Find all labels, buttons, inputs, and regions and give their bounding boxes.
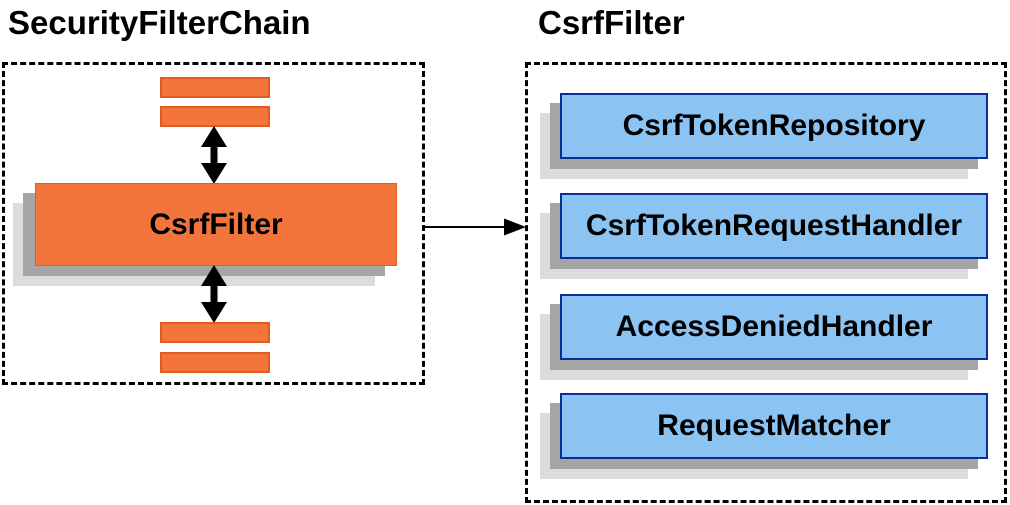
arrow-right-icon: [422, 218, 526, 236]
request-matcher-node: RequestMatcher: [560, 393, 988, 459]
access-denied-handler-node: AccessDeniedHandler: [560, 294, 988, 360]
node-label: RequestMatcher: [657, 409, 891, 442]
node-label: CsrfTokenRequestHandler: [585, 209, 963, 242]
node-label: AccessDeniedHandler: [615, 310, 933, 343]
filter-placeholder-bar-bottom-2: [160, 352, 270, 373]
csrf-filter-box: [525, 62, 1007, 503]
double-arrow-icon: [201, 126, 227, 184]
csrf-token-request-handler-node: CsrfTokenRequestHandler: [560, 193, 988, 259]
csrf-token-repository-node: CsrfTokenRepository: [560, 93, 988, 159]
security-filter-chain-box: [2, 62, 425, 385]
filter-placeholder-bar-top-1: [160, 77, 270, 98]
csrf-filter-node-label: CsrfFilter: [149, 207, 283, 241]
double-arrow-icon: [201, 265, 227, 323]
csrf-filter-title: CsrfFilter: [538, 4, 685, 41]
csrf-filter-node: CsrfFilter: [35, 183, 397, 266]
filter-placeholder-bar-top-2: [160, 106, 270, 127]
security-filter-chain-title: SecurityFilterChain: [8, 4, 311, 41]
node-label: CsrfTokenRepository: [622, 109, 926, 142]
filter-placeholder-bar-bottom-1: [160, 322, 270, 343]
